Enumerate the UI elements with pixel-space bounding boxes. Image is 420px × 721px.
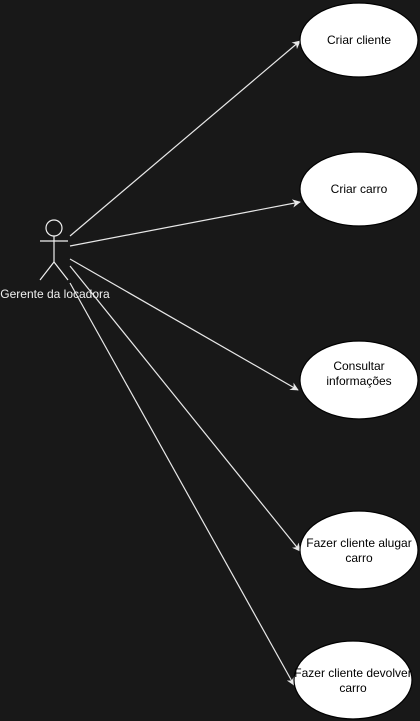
connector-fazer-cliente-devolver-carro[interactable] xyxy=(69,282,295,686)
actor-stick-figure-icon[interactable] xyxy=(39,219,69,281)
actor-label: Gerente da locadora xyxy=(0,287,110,301)
use-case-label-line-1: Fazer cliente alugar xyxy=(306,536,411,550)
connector-consultar-informacoes[interactable] xyxy=(69,258,299,391)
connector-criar-cliente[interactable] xyxy=(69,40,301,237)
use-case-label-line-1: Fazer cliente devolver xyxy=(294,666,411,680)
actor-left-leg xyxy=(39,261,55,281)
connectors xyxy=(69,40,301,686)
use-case-consultar-informacoes[interactable]: Consultar informações xyxy=(299,340,419,420)
use-case-label: Criar carro xyxy=(331,182,388,196)
actor-head xyxy=(45,219,63,237)
use-case-fazer-cliente-alugar-carro[interactable]: Fazer cliente alugar carro xyxy=(299,510,419,590)
connector-fazer-cliente-alugar-carro[interactable] xyxy=(69,265,301,552)
use-case-label-line-2: informações xyxy=(326,374,391,388)
use-case-label-line-1: Consultar xyxy=(333,359,384,373)
use-case-criar-carro[interactable]: Criar carro xyxy=(299,151,419,227)
actor-right-leg xyxy=(53,261,69,281)
use-case-criar-cliente[interactable]: Criar cliente xyxy=(299,2,419,78)
use-case-label-line-2: carro xyxy=(339,681,367,695)
use-case-label: Criar cliente xyxy=(327,33,391,47)
use-case-fazer-cliente-devolver-carro[interactable]: Fazer cliente devolver carro xyxy=(293,640,413,720)
use-case-label-line-2: carro xyxy=(345,551,373,565)
connector-criar-carro[interactable] xyxy=(69,199,301,247)
